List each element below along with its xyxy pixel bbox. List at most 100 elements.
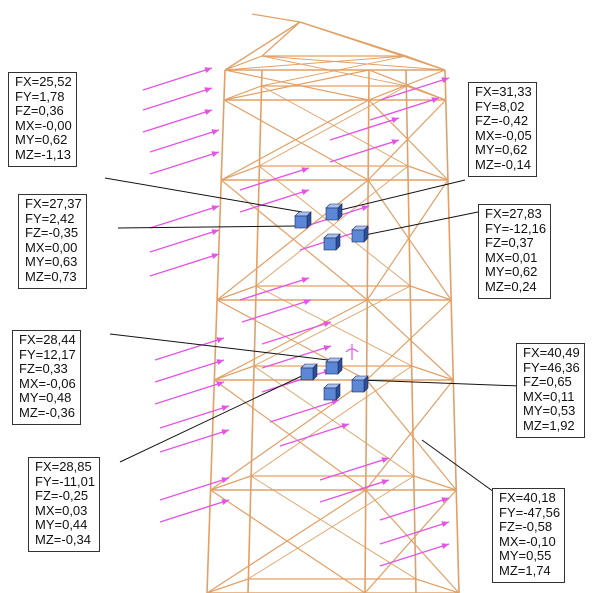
mx-value: MX=-0,10 xyxy=(499,533,556,549)
load-arrow-head xyxy=(221,429,229,435)
fy-value: FY=2,42 xyxy=(25,210,75,226)
support-node-icon[interactable] xyxy=(351,375,369,393)
load-arrow-head xyxy=(204,67,212,73)
support-node-icon[interactable] xyxy=(351,225,369,243)
load-arrow-line xyxy=(261,345,332,369)
support-nodes[interactable] xyxy=(294,203,369,401)
load-arrow-line xyxy=(329,139,400,163)
force-label-box-bottom-right[interactable]: FX=40,18 FY=-47,56 FZ=-0,58 MX=-0,10 MY=… xyxy=(492,488,566,583)
force-label-box-lower-left[interactable]: FX=28,44 FY=12,17 FZ=0,33 MX=-0,06 MY=0,… xyxy=(12,330,81,425)
local-axis-icon xyxy=(345,344,359,360)
tower-brace xyxy=(365,379,454,491)
leader-line xyxy=(359,379,521,387)
fx-value: FX=27,83 xyxy=(485,206,542,221)
support-node-icon[interactable] xyxy=(325,203,343,221)
load-arrow-head xyxy=(323,321,331,327)
fy-value: FY=-47,56 xyxy=(499,504,561,520)
load-arrow-head xyxy=(211,229,219,235)
mz-value: MZ=0,73 xyxy=(25,268,77,284)
fz-value: FZ=-0,42 xyxy=(475,113,529,129)
load-arrow-line xyxy=(159,405,230,429)
leader-line xyxy=(109,333,329,361)
support-node-icon[interactable] xyxy=(323,233,341,251)
fx-value: FX=25,52 xyxy=(15,74,72,89)
fz-value: FZ=0,33 xyxy=(19,361,68,377)
tower-brace xyxy=(214,299,368,381)
load-arrow-head xyxy=(221,405,229,411)
tower-brace xyxy=(220,179,368,301)
tower-brace xyxy=(258,165,411,287)
load-arrow-line xyxy=(261,321,332,345)
force-label-box-top-left[interactable]: FX=25,52 FY=1,78 FZ=0,36 MX=-0,00 MY=0,6… xyxy=(8,72,77,167)
load-arrow-line xyxy=(149,229,220,253)
load-arrow-line xyxy=(142,109,213,133)
tower-leg xyxy=(444,69,460,593)
load-arrow-line xyxy=(142,67,213,91)
mx-value: MX=-0,05 xyxy=(475,127,532,143)
support-node-icon[interactable] xyxy=(300,363,318,381)
load-arrow-line xyxy=(239,167,310,191)
load-arrow-line xyxy=(329,117,400,141)
tower-brace xyxy=(366,379,457,491)
node-cube-face xyxy=(325,361,339,375)
support-node-icon[interactable] xyxy=(325,357,343,375)
load-arrow-line xyxy=(159,477,230,501)
tower-brace xyxy=(366,299,452,381)
load-arrow-line xyxy=(269,399,340,423)
load-arrow-line xyxy=(241,299,312,323)
force-label-box-top-right[interactable]: FX=31,33 FY=8,02 FZ=-0,42 MX=-0,05 MY=0,… xyxy=(468,82,537,177)
tower-roof xyxy=(224,21,301,71)
fz-value: FZ=-0,35 xyxy=(25,225,79,241)
load-arrow-head xyxy=(331,399,339,405)
tower-horizontal xyxy=(407,165,449,181)
force-label-box-bottom-left[interactable]: FX=28,85 FY=-11,01 FZ=-0,25 MX=0,03 MY=0… xyxy=(28,457,101,552)
load-arrow-head xyxy=(221,477,229,483)
tower-horizontal xyxy=(216,285,257,301)
load-arrow-head xyxy=(341,423,349,429)
my-value: MY=0,48 xyxy=(19,390,72,406)
fz-value: FZ=0,37 xyxy=(485,235,534,251)
tower-leg xyxy=(247,69,263,593)
tower-brace xyxy=(368,99,449,181)
load-arrow-head xyxy=(301,167,309,173)
tower-brace xyxy=(213,379,367,491)
load-arrow-line xyxy=(142,87,213,111)
tower-horizontal xyxy=(415,578,460,593)
load-arrow-line xyxy=(319,457,390,481)
load-arrow-head xyxy=(303,299,311,305)
node-cube-face xyxy=(351,379,365,393)
force-label-box-mid-right[interactable]: FX=27,83 FY=-12,16 FZ=0,37 MX=0,01 MY=0,… xyxy=(478,204,552,299)
tower-brace xyxy=(220,99,370,181)
load-arrow-head xyxy=(221,499,229,505)
force-label-box-lower-right[interactable]: FX=40,49 FY=46,36 FZ=0,65 MX=0,11 MY=0,5… xyxy=(516,343,585,438)
leader-line xyxy=(119,373,307,463)
fy-value: FY=-12,16 xyxy=(485,220,547,236)
my-value: MY=0,62 xyxy=(475,142,528,158)
load-arrow-line xyxy=(369,97,440,121)
mz-value: MZ=0,24 xyxy=(485,278,537,294)
tower-roof xyxy=(299,21,407,57)
load-arrow-line xyxy=(379,521,450,545)
force-label-box-mid-left[interactable]: FX=27,37 FY=2,42 FZ=-0,35 MX=0,00 MY=0,6… xyxy=(18,194,87,289)
tower-brace xyxy=(253,365,415,477)
load-arrow-head xyxy=(323,345,331,351)
mz-value: MZ=-0,36 xyxy=(19,404,75,420)
tower-brace xyxy=(210,489,366,593)
support-node-icon[interactable] xyxy=(294,211,312,229)
support-node-icon[interactable] xyxy=(323,383,341,401)
fx-value: FX=28,44 xyxy=(19,332,76,347)
tower-roof xyxy=(261,55,446,71)
load-arrow-line xyxy=(159,499,230,523)
load-arrow-head xyxy=(301,189,309,195)
tower-mast xyxy=(251,13,301,23)
label-leader-lines xyxy=(104,177,521,493)
tower-frame-members[interactable] xyxy=(206,13,460,593)
tower-brace xyxy=(364,489,457,593)
load-arrow-head xyxy=(301,277,309,283)
tower-brace xyxy=(366,179,449,301)
load-arrow-line xyxy=(279,423,350,447)
tower-leg xyxy=(405,69,417,593)
tower-horizontal xyxy=(206,578,249,593)
